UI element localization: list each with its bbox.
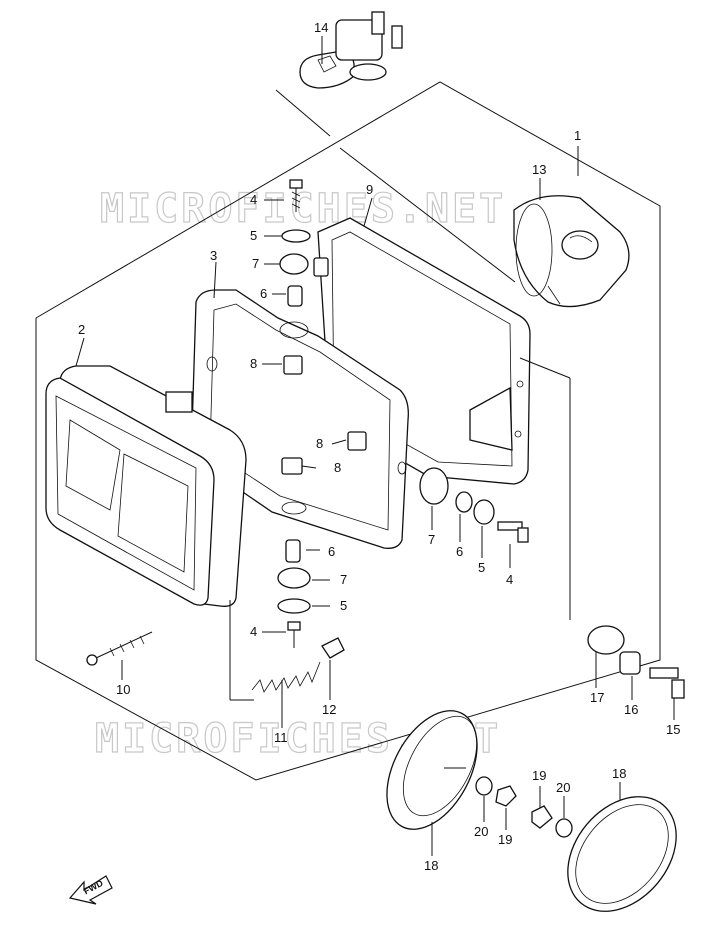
callout-8-upper: 8 xyxy=(250,356,257,371)
leader-lines xyxy=(75,36,675,856)
right-screw-stack xyxy=(419,467,529,543)
callout-numbers: 1 2 3 4 4 4 5 5 5 6 6 6 7 7 7 8 8 8 9 10… xyxy=(78,20,680,873)
callout-18-left: 18 xyxy=(424,858,438,873)
callout-19-left: 19 xyxy=(498,832,512,847)
callout-5-right: 5 xyxy=(478,560,485,575)
cap-left xyxy=(386,710,478,830)
fwd-arrow-icon: FWD xyxy=(68,875,113,905)
callout-5-upper: 5 xyxy=(250,228,257,243)
callout-7-upper: 7 xyxy=(252,256,259,271)
callout-20-right: 20 xyxy=(556,780,570,795)
spring xyxy=(251,661,321,693)
adjusting-screw xyxy=(86,631,153,666)
callout-16: 16 xyxy=(624,702,638,717)
callout-6-upper: 6 xyxy=(260,286,267,301)
callout-17: 17 xyxy=(590,690,604,705)
assembly-outline xyxy=(35,81,661,781)
callout-4-lower: 4 xyxy=(250,624,257,639)
callout-13: 13 xyxy=(532,162,546,177)
callout-4-upper: 4 xyxy=(250,192,257,207)
callout-20-left: 20 xyxy=(474,824,488,839)
mounting-hardware xyxy=(587,625,685,699)
callout-11: 11 xyxy=(274,730,288,745)
callout-2: 2 xyxy=(78,322,85,337)
callout-15: 15 xyxy=(666,722,680,737)
callout-10: 10 xyxy=(116,682,130,697)
callout-9: 9 xyxy=(366,182,373,197)
callout-8-lower: 8 xyxy=(334,460,341,475)
spring-nut xyxy=(321,637,345,659)
callout-7-lower: 7 xyxy=(340,572,347,587)
upper-screw-stack xyxy=(279,179,329,307)
callout-12: 12 xyxy=(322,702,336,717)
callout-6-lower: 6 xyxy=(328,544,335,559)
callout-19-right: 19 xyxy=(532,768,546,783)
cap-right xyxy=(567,796,677,912)
washers-and-nuts xyxy=(475,776,573,838)
callout-3: 3 xyxy=(210,248,217,263)
callout-1: 1 xyxy=(574,128,581,143)
callout-6-right: 6 xyxy=(456,544,463,559)
callout-7-right: 7 xyxy=(428,532,435,547)
socket-cover xyxy=(513,195,630,308)
callout-4-right: 4 xyxy=(506,572,513,587)
bulb xyxy=(299,11,403,89)
clip-nuts xyxy=(281,355,367,475)
watermark-top: MICROFICHES.NET xyxy=(100,186,506,232)
callout-5-lower: 5 xyxy=(340,598,347,613)
lower-screw-stack xyxy=(277,539,311,648)
callout-14: 14 xyxy=(314,20,328,35)
headlight-unit xyxy=(45,365,247,607)
callout-18-right: 18 xyxy=(612,766,626,781)
callout-8-middle: 8 xyxy=(316,436,323,451)
